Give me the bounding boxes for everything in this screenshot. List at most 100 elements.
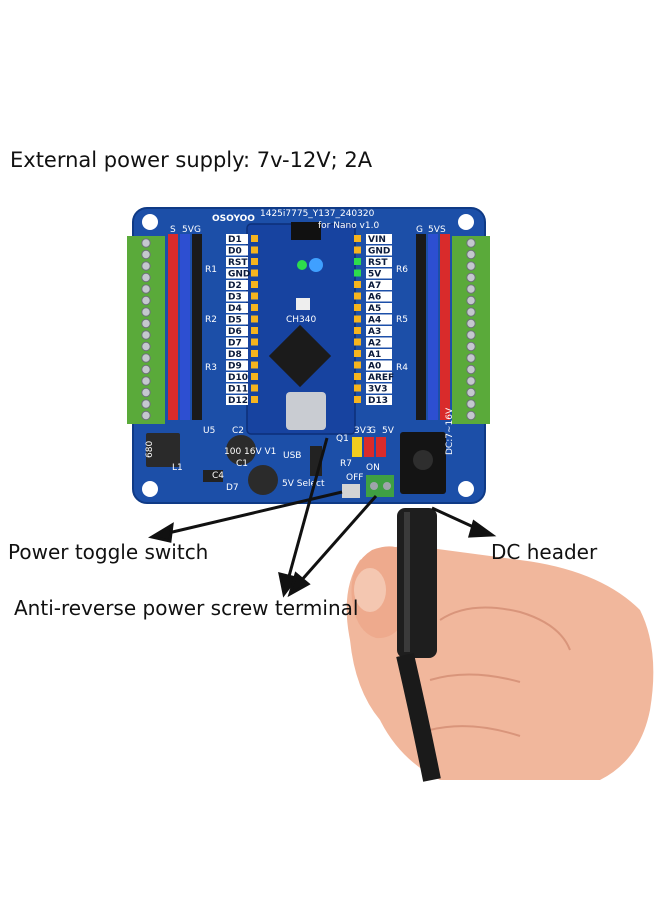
- pin-label-right: A5: [368, 304, 381, 314]
- pin-label-bg: [366, 337, 392, 348]
- terminal-screw: [141, 307, 151, 317]
- component-label: ON: [366, 463, 380, 473]
- pin-label-left: D6: [228, 327, 242, 337]
- pin-label-left: D7: [228, 339, 242, 349]
- component-label: 5V: [382, 426, 395, 436]
- pin-label-left: D12: [228, 396, 248, 406]
- terminal-screw: [466, 261, 476, 271]
- label-dc-header: DC header: [491, 540, 598, 564]
- terminal-screw: [141, 295, 151, 306]
- label-power-toggle-switch: Power toggle switch: [8, 540, 209, 564]
- pin-label-bg: [226, 383, 248, 394]
- pin-led: [354, 327, 361, 334]
- label-screw-terminal: Anti-reverse power screw terminal: [14, 596, 359, 620]
- component-label: G: [369, 426, 376, 436]
- pin-label-right: D13: [368, 396, 388, 406]
- annotation-arrows: [148, 437, 497, 598]
- pin-led: [251, 350, 258, 357]
- pin-label-left: D8: [228, 350, 242, 360]
- pin-label-bg: [366, 245, 392, 256]
- pin-led: [251, 384, 258, 392]
- arrow-terminal-2-head: [287, 571, 311, 598]
- pin-label-bg: [226, 257, 248, 267]
- pin-label-bg: [366, 280, 392, 290]
- header-col-label: 5V: [182, 225, 195, 235]
- header-col-label: G: [416, 225, 423, 235]
- pin-led: [354, 269, 361, 277]
- capacitor-c2: [226, 435, 256, 465]
- dc-rating-text: DC:7~16V: [445, 407, 455, 455]
- pin-label-bg: [366, 372, 392, 382]
- hand: [346, 545, 654, 780]
- resistor-label: R3: [205, 363, 217, 373]
- pin-led: [251, 269, 258, 277]
- pin-led: [354, 338, 361, 346]
- component-label: C2: [232, 426, 244, 436]
- pin-label-bg: [226, 360, 248, 371]
- header-col-label: 5V: [428, 225, 441, 235]
- component-label: L1: [172, 463, 183, 473]
- terminal-screw: [466, 295, 476, 306]
- pin-led: [251, 338, 258, 346]
- terminal-screw: [466, 249, 476, 260]
- pin-label-bg: [226, 395, 248, 405]
- arrow-power-switch: [163, 490, 343, 536]
- pin-label-bg: [226, 372, 248, 382]
- pin-label-right: A6: [368, 293, 381, 303]
- pin-label-right: 3V3: [368, 385, 388, 395]
- pin-led: [354, 258, 361, 265]
- pin-label-bg: [366, 257, 392, 267]
- pin-label-bg: [226, 280, 248, 290]
- arrow-terminal-2: [298, 495, 378, 583]
- pin-led: [354, 235, 361, 242]
- component-label: R7: [340, 459, 352, 469]
- terminal-screw: [466, 272, 476, 283]
- pin-led: [251, 361, 258, 369]
- pin-label-left: D11: [228, 385, 248, 395]
- terminal-screw: [466, 353, 476, 363]
- pin-label-right: AREF: [368, 373, 394, 383]
- pin-label-left: D1: [228, 235, 242, 245]
- arrow-power-switch-head: [148, 522, 174, 543]
- terminal-screw: [466, 341, 476, 352]
- component-label: USB: [283, 451, 301, 461]
- pin-label-bg: [226, 326, 248, 336]
- arrow-terminal-1-head: [278, 571, 299, 598]
- terminal-screw: [466, 376, 476, 386]
- header-col-label: S: [440, 225, 446, 235]
- pin-label-bg: [226, 245, 248, 256]
- pin-led: [251, 292, 258, 300]
- pin-led: [354, 361, 361, 369]
- pin-label-right: A1: [368, 350, 381, 360]
- component-label: C1: [236, 459, 248, 469]
- header-col-label: G: [194, 225, 201, 235]
- pin-label-left: D9: [228, 362, 242, 372]
- capacitor-c1: [248, 465, 278, 495]
- pin-label-left: D10: [228, 373, 248, 383]
- terminal-screw: [466, 330, 476, 340]
- pin-label-left: D4: [228, 304, 242, 314]
- pin-label-bg: [366, 303, 392, 313]
- component-label: D7: [226, 483, 239, 493]
- mcu-label: CH340: [286, 315, 317, 325]
- pin-led: [251, 373, 258, 380]
- terminal-screw: [466, 318, 476, 329]
- pin-led: [251, 281, 258, 288]
- component-label: OFF: [346, 473, 363, 483]
- dc-plug: [396, 508, 441, 782]
- resistor-label: R6: [396, 265, 408, 275]
- pin-led: [251, 246, 258, 254]
- pcb-board: [127, 207, 490, 504]
- pin-label-left: D0: [228, 247, 242, 257]
- resistor-label: R4: [396, 363, 408, 373]
- pin-led: [251, 315, 258, 323]
- board-name-text: for Nano v1.0: [318, 221, 379, 231]
- pin-label-right: A0: [368, 362, 381, 372]
- terminal-screw: [141, 330, 151, 340]
- pin-label-right: A7: [368, 281, 381, 291]
- pin-led: [354, 246, 361, 254]
- inductor-marking: 680: [145, 441, 155, 458]
- pin-label-bg: [366, 234, 392, 244]
- pin-label-bg: [366, 291, 392, 302]
